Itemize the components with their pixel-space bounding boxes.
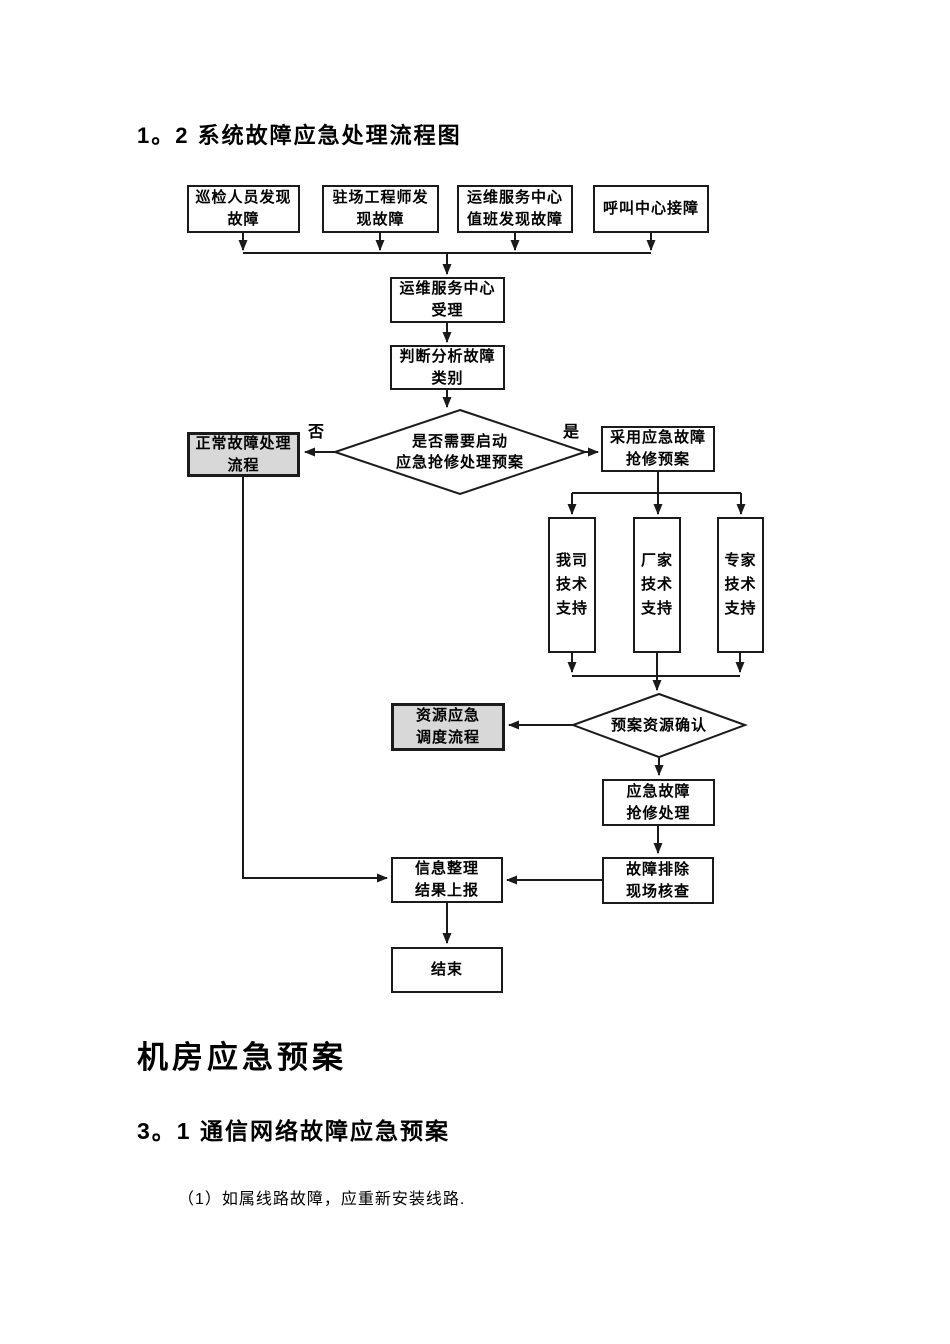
flow-node-verify: 故障排除 现场核查 <box>602 857 714 904</box>
flow-node-inspector: 巡检人员发现 故障 <box>187 185 300 233</box>
flow-node-support-company: 我司 技术 支持 <box>548 517 596 653</box>
flow-node-call-center: 呼叫中心接障 <box>593 185 709 233</box>
flow-node-report: 信息整理 结果上报 <box>391 857 503 903</box>
flow-node-support-vendor: 厂家 技术 支持 <box>633 517 681 653</box>
flow-node-accept: 运维服务中心 受理 <box>390 277 505 323</box>
section-title: 1。2 系统故障应急处理流程图 <box>137 123 462 148</box>
flow-decision-resource: 预案资源确认 <box>610 716 707 734</box>
flow-decision-start: 是否需要启动 应急抢修处理预案 <box>395 433 524 471</box>
flow-node-end: 结束 <box>391 947 503 993</box>
flow-node-center-duty: 运维服务中心 值班发现故障 <box>457 185 573 233</box>
heading-machine-room-plan: 机房应急预案 <box>137 1040 347 1075</box>
edge-label-yes: 是 <box>563 424 580 441</box>
heading-network-fault-plan: 3。1 通信网络故障应急预案 <box>137 1118 450 1144</box>
flow-node-repair: 应急故障 抢修处理 <box>602 779 715 826</box>
flow-node-analyze: 判断分析故障 类别 <box>390 345 505 390</box>
paragraph-line-fault: （1）如属线路故障，应重新安装线路. <box>178 1191 466 1208</box>
flow-node-resource-dispatch: 资源应急 调度流程 <box>391 703 505 751</box>
flow-node-adopt-plan: 采用应急故障 抢修预案 <box>601 426 715 472</box>
flow-node-engineer: 驻场工程师发 现故障 <box>322 185 439 233</box>
flow-node-support-expert: 专家 技术 支持 <box>717 517 764 653</box>
edge-label-no: 否 <box>308 424 325 441</box>
flow-node-normal-flow: 正常故障处理 流程 <box>187 432 300 477</box>
